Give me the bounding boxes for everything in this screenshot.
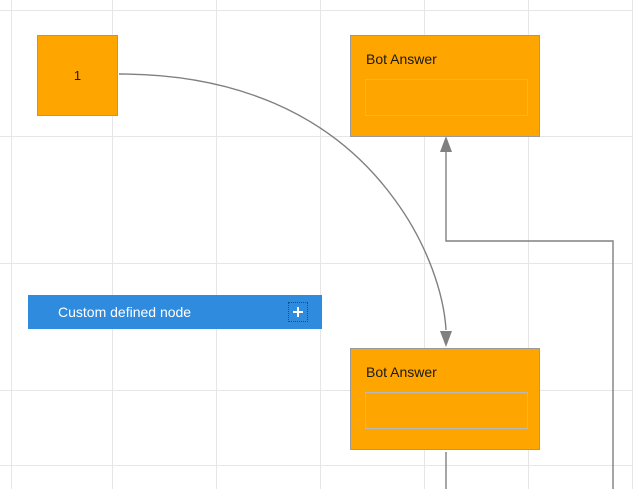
bot-answer-node-top[interactable]: Bot Answer <box>350 35 540 137</box>
bot-answer-node-bottom[interactable]: Bot Answer <box>350 348 540 450</box>
start-node-label: 1 <box>73 68 82 83</box>
custom-defined-node-bar[interactable]: Custom defined node <box>28 295 322 329</box>
custom-defined-node-label: Custom defined node <box>58 304 192 320</box>
edge-bot-answer-bottom-to-top-arrowhead <box>440 136 452 152</box>
edge-start-to-bot-answer-bottom-arrowhead <box>440 331 452 347</box>
plus-icon[interactable] <box>288 302 308 322</box>
bot-answer-node-bottom-slot[interactable] <box>365 392 528 430</box>
edge-start-to-bot-answer-bottom[interactable] <box>118 73 447 331</box>
bot-answer-node-bottom-title: Bot Answer <box>366 364 437 380</box>
start-node[interactable]: 1 <box>37 35 118 116</box>
bot-answer-node-top-title: Bot Answer <box>366 51 437 67</box>
edge-bot-answer-bottom-to-top[interactable] <box>445 151 614 489</box>
bot-answer-node-top-slot[interactable] <box>365 79 528 117</box>
